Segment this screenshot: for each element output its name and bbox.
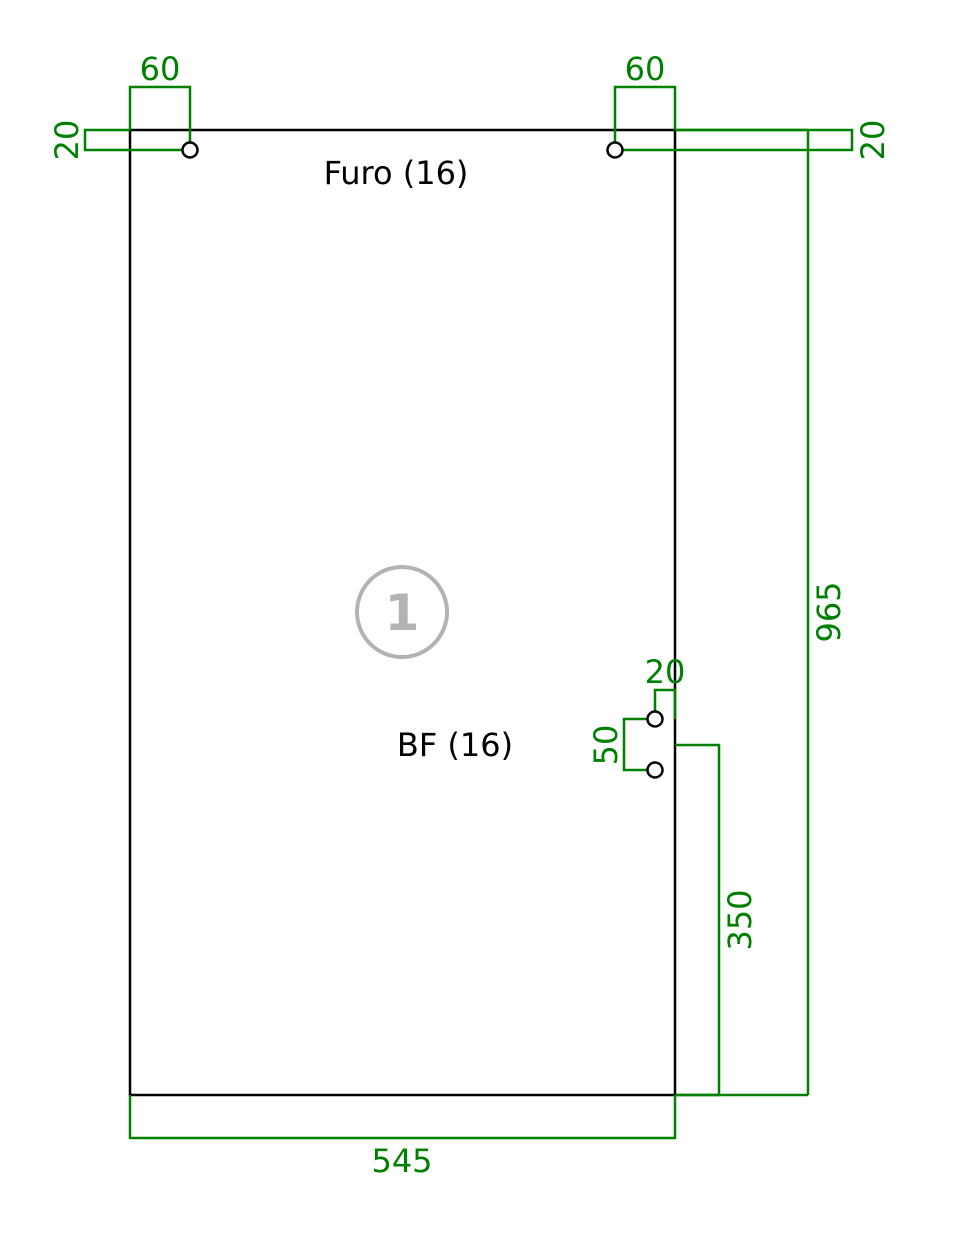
hole-side-lower	[646, 761, 664, 779]
dim-side-hole-spacing: 50	[587, 725, 625, 766]
dim-line-side-hole-height	[675, 743, 721, 1097]
label-top-holes: Furo (16)	[324, 154, 469, 192]
dimension-lines	[83, 85, 854, 1140]
dim-line-top-right-y	[615, 128, 854, 152]
hole-top-right	[606, 141, 624, 159]
dim-width: 545	[371, 1142, 432, 1180]
dim-top-right-y: 20	[854, 120, 892, 161]
part-number: 1	[385, 584, 420, 642]
dim-side-hole-offset: 20	[645, 653, 686, 691]
dim-top-left-x: 60	[140, 50, 181, 88]
dim-top-left-y: 20	[48, 120, 86, 161]
dim-line-side-hole-offset	[653, 688, 677, 719]
dim-height: 965	[810, 581, 848, 642]
dim-line-top-right-x	[613, 85, 677, 150]
label-side-holes: BF (16)	[397, 726, 513, 764]
dim-line-side-hole-spacing	[622, 717, 655, 772]
hole-side-upper	[646, 710, 664, 728]
dim-top-right-x: 60	[625, 50, 666, 88]
dim-line-top-left-y	[83, 128, 190, 152]
hole-top-left	[181, 141, 199, 159]
dim-line-width	[128, 1095, 677, 1140]
part-number-badge	[355, 565, 449, 659]
dim-side-hole-height: 350	[721, 889, 759, 950]
dim-line-top-left-x	[128, 85, 192, 150]
panel-outline	[128, 128, 677, 1097]
